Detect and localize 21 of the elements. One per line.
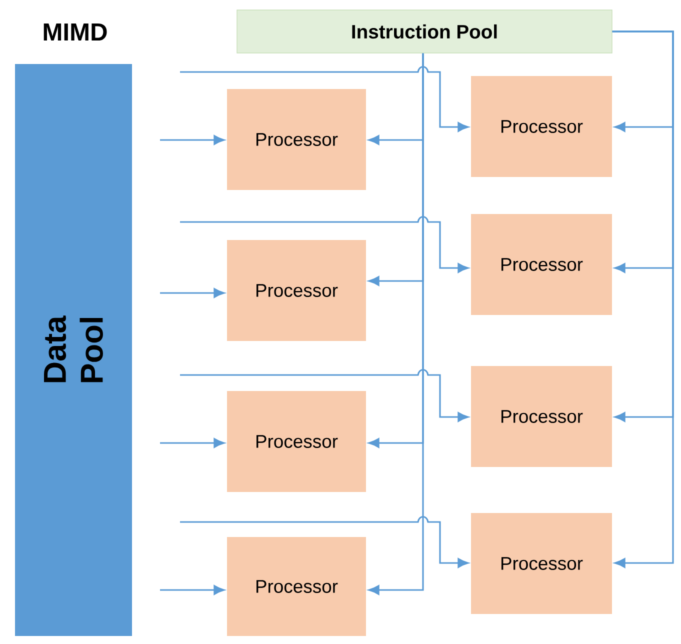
processor-box: Processor bbox=[227, 89, 366, 190]
processor-box: Processor bbox=[227, 391, 366, 492]
arrow bbox=[180, 516, 469, 568]
pool-box: Instruction Pool bbox=[236, 10, 612, 54]
title: MIMD bbox=[44, 24, 107, 40]
processor-box: Processor bbox=[227, 537, 366, 636]
arrow bbox=[160, 438, 225, 448]
arrow bbox=[180, 369, 469, 422]
processor-box: Processor bbox=[227, 240, 366, 341]
arrow bbox=[368, 53, 424, 595]
processor-box: Processor bbox=[471, 214, 612, 315]
arrow bbox=[160, 288, 225, 298]
arrow bbox=[160, 135, 225, 145]
processor-box: Processor bbox=[471, 366, 612, 467]
processor-box: Processor bbox=[471, 513, 612, 614]
arrow bbox=[612, 30, 674, 568]
pool-bar: Data Pool bbox=[15, 64, 132, 636]
arrow bbox=[180, 216, 469, 273]
arrow bbox=[180, 66, 469, 132]
arrow bbox=[160, 585, 225, 595]
processor-box: Processor bbox=[471, 76, 612, 177]
